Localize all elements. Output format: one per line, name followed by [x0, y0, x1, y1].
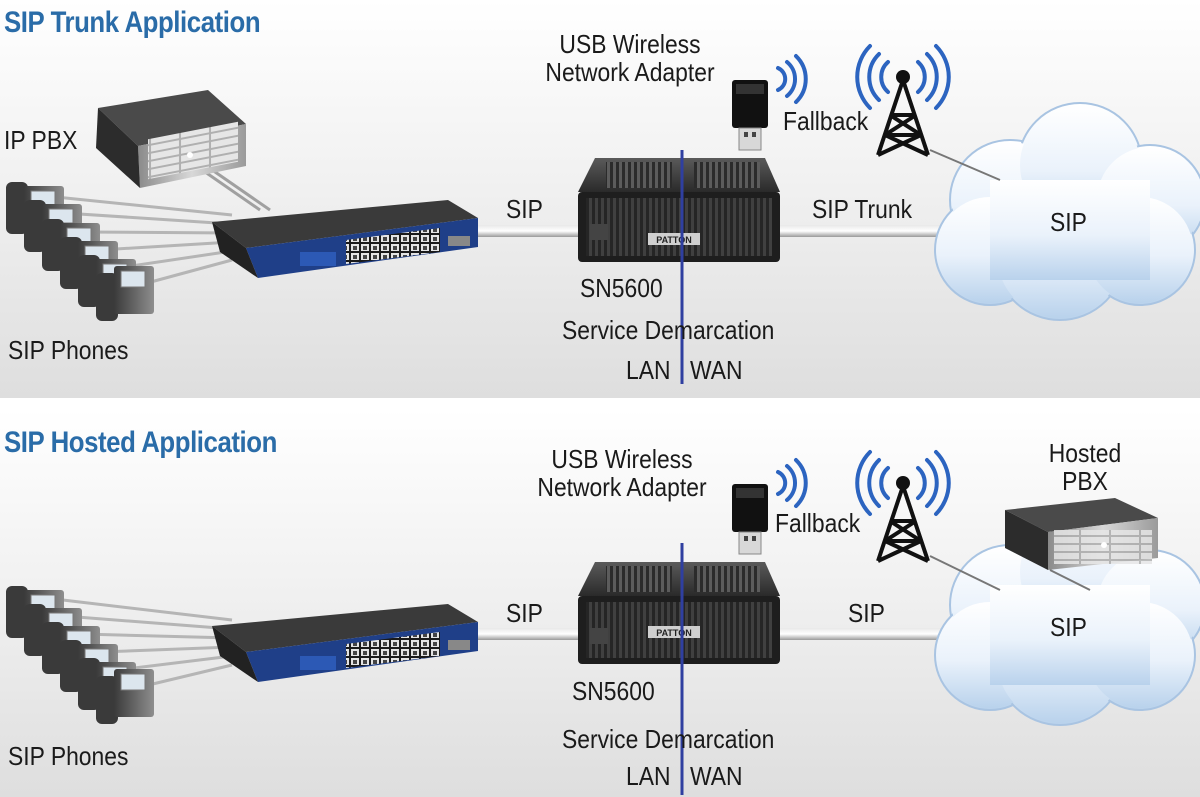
- sip-lan-label: SIP: [506, 194, 543, 224]
- sn5600-device: PATTON: [578, 158, 780, 262]
- sip-phones-label: SIP Phones: [8, 741, 129, 771]
- panel-title: SIP Hosted Application: [4, 426, 277, 459]
- ip-pbx-label: IP PBX: [4, 125, 78, 155]
- lan-cable: [470, 225, 585, 237]
- usb-adapter-label-line-1: USB Wireless: [551, 444, 693, 474]
- usb-wireless-adapter-icon: [732, 54, 808, 151]
- device-model-label: SN5600: [580, 273, 663, 303]
- cell-tower-icon: [855, 44, 1001, 181]
- sip-lan-label: SIP: [506, 598, 543, 628]
- sip-phone-icon: [96, 266, 154, 321]
- fallback-label: Fallback: [775, 508, 861, 538]
- hosted-pbx-server: [1005, 498, 1158, 591]
- sip-hosted-diagram: PATTON: [6, 450, 1200, 795]
- sip-cloud-label: SIP: [1050, 207, 1087, 237]
- ip-pbx-server: [96, 90, 246, 188]
- sn5600-device: PATTON: [578, 562, 780, 664]
- fallback-label: Fallback: [783, 106, 869, 136]
- sip-trunk-panel: PATTON: [0, 0, 1200, 398]
- wan-label: WAN: [690, 355, 743, 385]
- service-demarcation-label: Service Demarcation: [562, 724, 775, 754]
- cell-tower-icon: [855, 450, 1001, 591]
- lan-cable: [470, 628, 585, 640]
- panel-title: SIP Trunk Application: [4, 6, 261, 39]
- usb-adapter-label-line-2: Network Adapter: [545, 57, 715, 87]
- sip-cloud-label: SIP: [1050, 612, 1087, 642]
- wan-cable: [780, 628, 980, 640]
- sip-hosted-panel: PATTON: [0, 409, 1200, 797]
- lan-label: LAN: [626, 761, 671, 791]
- network-switch: [212, 200, 478, 278]
- hosted-pbx-label-line-1: Hosted: [1048, 438, 1122, 468]
- usb-adapter-label-line-2: Network Adapter: [537, 472, 707, 502]
- device-brand-text: PATTON: [656, 628, 692, 638]
- lan-label: LAN: [626, 355, 671, 385]
- wan-label: WAN: [690, 761, 743, 791]
- sip-phones-group: [6, 586, 154, 724]
- device-model-label: SN5600: [572, 676, 655, 706]
- sip-trunk-label: SIP Trunk: [812, 194, 913, 224]
- usb-wireless-adapter-icon: [732, 458, 808, 555]
- hosted-pbx-label-line-2: PBX: [1062, 466, 1108, 496]
- sip-wan-label: SIP: [848, 598, 885, 628]
- sip-phone-icon: [96, 669, 154, 724]
- sip-phones-group: [6, 182, 154, 321]
- network-switch: [212, 604, 478, 682]
- service-demarcation-label: Service Demarcation: [562, 315, 775, 345]
- hosted-pbx-label: Hosted PBX: [1041, 439, 1129, 495]
- usb-adapter-label: USB Wireless Network Adapter: [534, 445, 710, 501]
- usb-adapter-label: USB Wireless Network Adapter: [542, 30, 718, 86]
- panel-separator: [0, 398, 1200, 409]
- sip-phones-label: SIP Phones: [8, 335, 129, 365]
- sip-trunk-diagram: PATTON: [6, 44, 1200, 384]
- wan-cable: [780, 225, 980, 237]
- tower-signal-icon: [855, 450, 951, 516]
- tower-signal-icon: [855, 44, 951, 110]
- usb-adapter-label-line-1: USB Wireless: [559, 29, 701, 59]
- device-brand-text: PATTON: [656, 235, 692, 245]
